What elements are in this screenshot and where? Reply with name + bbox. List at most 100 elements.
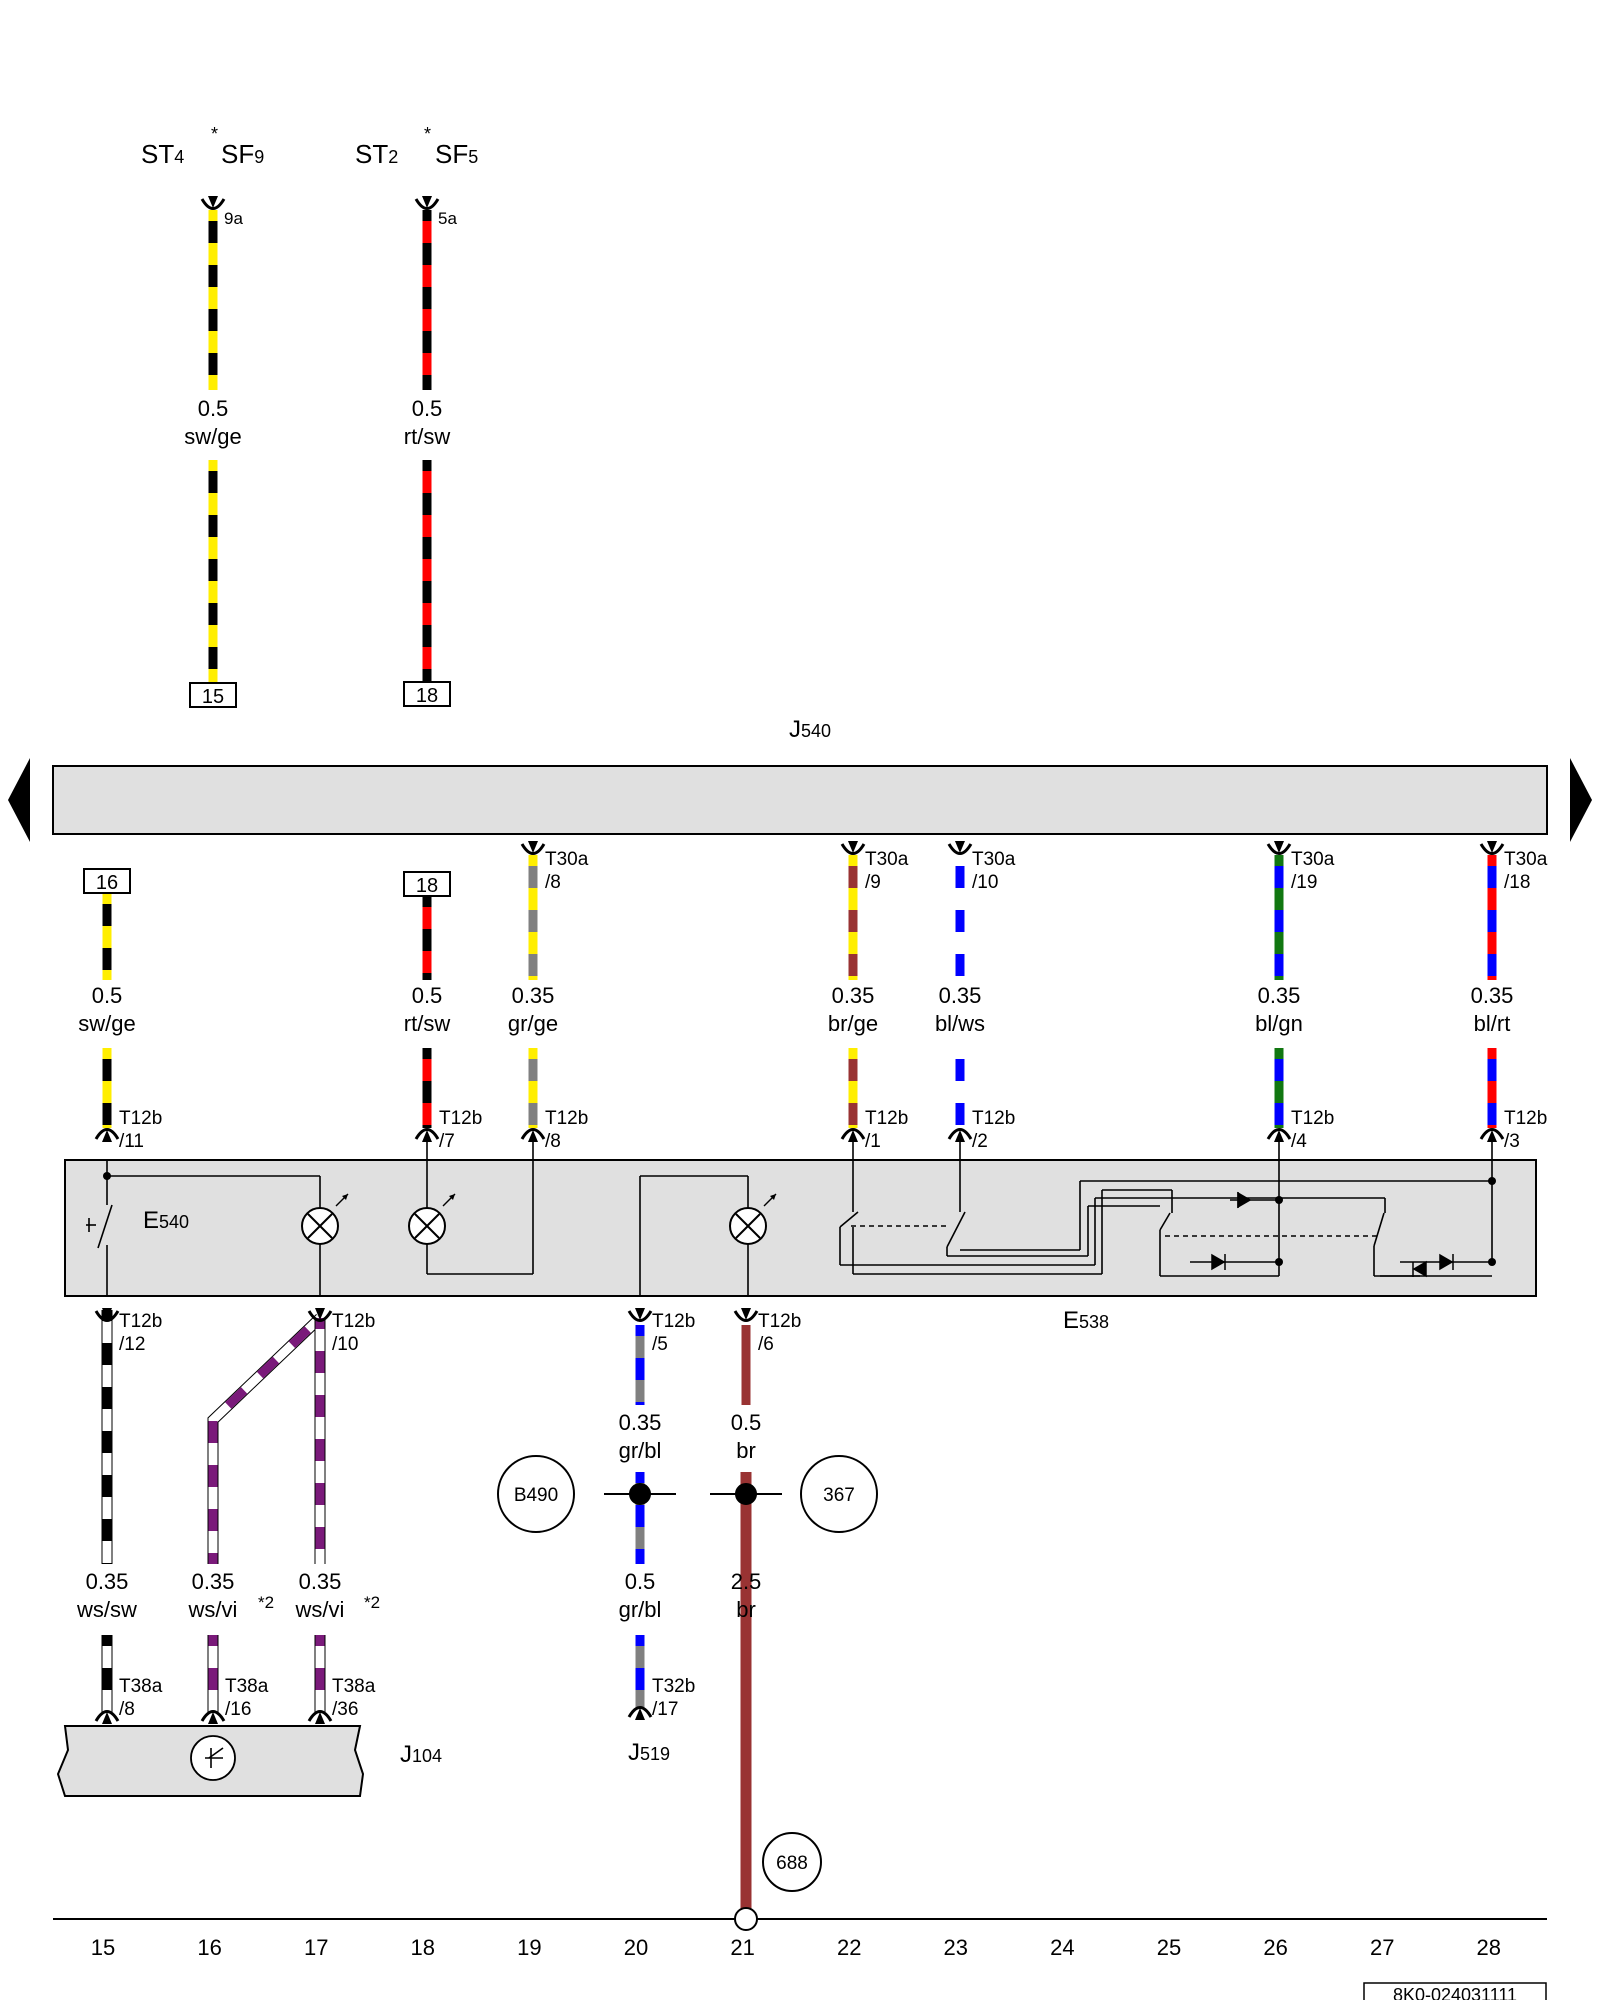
lamp-icon [408, 1193, 456, 1245]
e540-label: E540 [143, 1207, 189, 1234]
wire-size: 0.35 [512, 983, 555, 1008]
pin-conn: T12b [439, 1108, 482, 1129]
j104-connector-icon [200, 1710, 226, 1724]
wire-color: br [736, 1438, 756, 1463]
688-circle [762, 1832, 822, 1892]
pin-num: /12 [119, 1334, 145, 1355]
pin-num: /3 [1504, 1131, 1520, 1152]
wire-color: rt/sw [404, 1011, 451, 1036]
column-number: 15 [91, 1935, 115, 1960]
wire-color: br/ge [828, 1011, 878, 1036]
pin-label-9a: 9a [224, 209, 243, 228]
wire-size: 0.35 [299, 1569, 342, 1594]
wire-size: 0.5 [412, 983, 443, 1008]
pin-conn: T12b [758, 1311, 801, 1332]
switch-connector-icon [94, 1128, 120, 1142]
pin-num: /6 [758, 1334, 774, 1355]
fuse-label-sf5: SF5 [435, 139, 478, 169]
pin-conn: T12b [119, 1108, 162, 1129]
wire-size: 0.35 [1471, 983, 1514, 1008]
pin-conn: T30a [972, 849, 1016, 870]
wire-color: ws/vi [295, 1597, 345, 1622]
junction-dots [103, 1172, 1496, 1266]
wire-color: gr/bl [619, 1438, 662, 1463]
wire-size: 2.5 [731, 1569, 762, 1594]
pin-conn: T12b [865, 1108, 908, 1129]
instrument-gauge-icon [190, 1735, 236, 1781]
pin-conn: T30a [865, 849, 909, 870]
pin-num: /10 [972, 872, 998, 893]
column-number: 18 [411, 1935, 435, 1960]
lamp-icon [301, 1193, 349, 1245]
pin-conn: T38a [119, 1676, 163, 1697]
crossref-text: 15 [202, 686, 224, 708]
wire-size: 0.5 [198, 396, 229, 421]
wire-note: *2 [364, 1593, 380, 1612]
pin-num: /5 [652, 1334, 668, 1355]
pin-conn: T12b [1291, 1108, 1334, 1129]
ground-label-b490: B490 [514, 1485, 558, 1506]
pin-conn: T32b [652, 1676, 695, 1697]
pin-conn: T30a [1504, 849, 1548, 870]
j540-connector-icon [1479, 841, 1505, 855]
b490-circle [497, 1455, 575, 1533]
wire-color: sw/ge [78, 1011, 135, 1036]
wire-color: gr/ge [508, 1011, 558, 1036]
j540-connector-icon [840, 841, 866, 855]
supply-label-st4: ST4 [141, 139, 184, 169]
internal-circuit [86, 1136, 1493, 1296]
pin-num: /2 [972, 1131, 988, 1152]
crossref-text: 18 [416, 875, 438, 897]
wire-color: ws/sw [76, 1597, 137, 1622]
wire-size: 0.35 [1258, 983, 1301, 1008]
ground-label-688: 688 [776, 1853, 808, 1874]
pin-num: /7 [439, 1131, 455, 1152]
wire-size: 0.35 [619, 1410, 662, 1435]
wire-size: 0.35 [832, 983, 875, 1008]
supply-connector-icon [200, 196, 226, 210]
crossref-box-mid-16 [83, 868, 131, 894]
pin-num: /36 [332, 1699, 358, 1720]
wire-note: *2 [258, 1593, 274, 1612]
pin-num: /9 [865, 872, 881, 893]
pin-conn: T12b [972, 1108, 1015, 1129]
wire-size: 0.5 [92, 983, 123, 1008]
switch-connector-icon [1479, 1128, 1505, 1142]
switch-connector-icon [840, 1128, 866, 1142]
pin-label-5a: 5a [438, 209, 457, 228]
lamp-icon [729, 1193, 777, 1245]
pin-num: /18 [1504, 872, 1530, 893]
j540-connector-icon [947, 841, 973, 855]
doc-number: 8K0-024031111 [1393, 1985, 1517, 2000]
pin-num: /11 [119, 1131, 144, 1152]
pin-num: /8 [119, 1699, 135, 1720]
pin-num: /17 [652, 1699, 678, 1720]
pin-conn: T38a [225, 1676, 269, 1697]
switch-connector-icon [627, 1308, 653, 1322]
wire-size: 0.5 [412, 396, 443, 421]
wire-color: bl/rt [1474, 1011, 1511, 1036]
left-continuation-arrow [8, 758, 30, 842]
pin-num: /8 [545, 1131, 561, 1152]
column-number: 16 [197, 1935, 221, 1960]
pin-conn: T12b [119, 1311, 162, 1332]
column-number: 23 [944, 1935, 968, 1960]
column-number: 22 [837, 1935, 861, 1960]
supply-star: * [211, 124, 218, 144]
crossref-box-top-18 [403, 681, 451, 707]
right-continuation-arrow [1570, 758, 1592, 842]
pin-num: /4 [1291, 1131, 1307, 1152]
crossref-box-top-15 [189, 682, 237, 708]
column-number: 19 [517, 1935, 541, 1960]
pin-conn: T30a [545, 849, 589, 870]
wire-color: rt/sw [404, 424, 451, 449]
wire-color: gr/bl [619, 1597, 662, 1622]
wire-color: ws/vi [188, 1597, 238, 1622]
pin-num: /19 [1291, 872, 1317, 893]
wire-color: sw/ge [184, 424, 241, 449]
wire-segments [101, 210, 1497, 1910]
j519-label: J519 [628, 1739, 670, 1766]
supply-label-st2: ST2 [355, 139, 398, 169]
